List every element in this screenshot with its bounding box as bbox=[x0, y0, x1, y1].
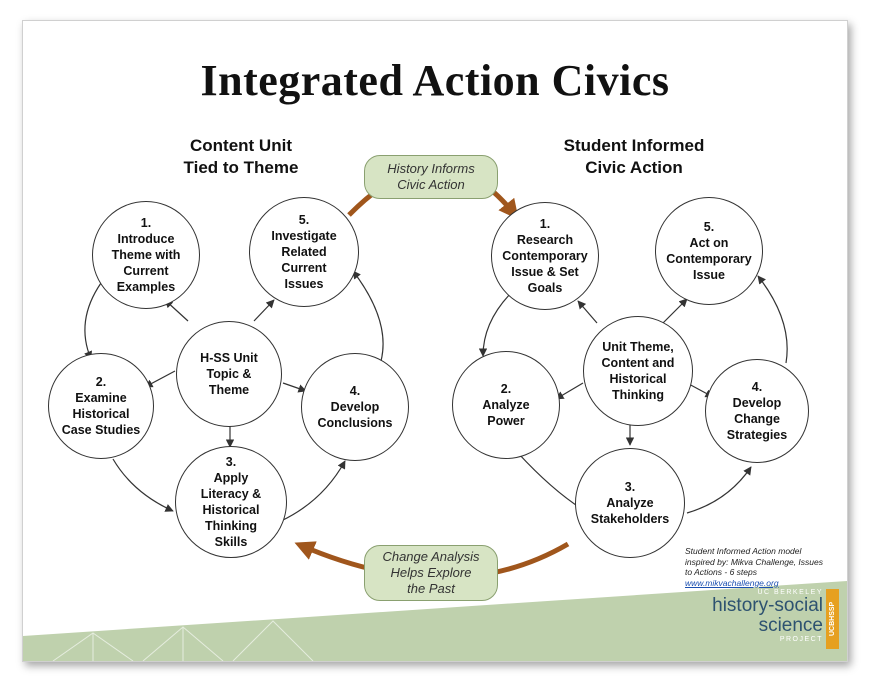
logo-line-1: history-social bbox=[712, 595, 823, 616]
left-step-2-label: 2. Examine Historical Case Studies bbox=[61, 375, 141, 437]
right-step-5-node: 5. Act on Contemporary Issue bbox=[655, 197, 763, 305]
right-column-title: Student Informed Civic Action bbox=[563, 136, 705, 177]
logo-line-2: science bbox=[758, 615, 823, 636]
logo-bottom-text: PROJECT bbox=[779, 636, 823, 643]
right-step-1-node: 1. Research Contemporary Issue & Set Goa… bbox=[491, 202, 599, 310]
right-step-5-label: 5. Act on Contemporary Issue bbox=[666, 220, 752, 282]
credit-line-1: Student Informed Action model bbox=[685, 546, 802, 556]
left-step-1-label: 1. Introduce Theme with Current Examples bbox=[111, 216, 181, 294]
logo-top-text: UC BERKELEY bbox=[757, 589, 823, 596]
left-step-3-node: 3. Apply Literacy & Historical Thinking … bbox=[175, 446, 287, 558]
right-step-1-label: 1. Research Contemporary Issue & Set Goa… bbox=[502, 217, 588, 295]
right-step-4-label: 4. Develop Change Strategies bbox=[726, 380, 788, 442]
left-column-title: Content Unit Tied to Theme bbox=[183, 136, 299, 177]
logo-badge: UCBHSSP bbox=[826, 589, 839, 649]
mikva-link[interactable]: www.mikvachallenge.org bbox=[685, 577, 779, 588]
left-step-3-label: 3. Apply Literacy & Historical Thinking … bbox=[200, 455, 262, 549]
left-step-4-label: 4. Develop Conclusions bbox=[317, 384, 393, 430]
footer-band bbox=[23, 581, 847, 661]
bottom-connector-label: Change Analysis Helps Explore the Past bbox=[364, 545, 498, 601]
left-step-4-node: 4. Develop Conclusions bbox=[301, 353, 409, 461]
left-center-node: H-SS Unit Topic & Theme bbox=[176, 321, 282, 427]
credit-line-2: inspired by: Mikva Challenge, Issues bbox=[685, 556, 823, 567]
ucbhssp-logo: UC BERKELEY history-social science PROJE… bbox=[712, 589, 823, 643]
top-connector-text: History Informs Civic Action bbox=[387, 161, 475, 192]
left-step-2-node: 2. Examine Historical Case Studies bbox=[48, 353, 154, 459]
left-center-label: H-SS Unit Topic & Theme bbox=[200, 351, 258, 397]
left-step-1-node: 1. Introduce Theme with Current Examples bbox=[92, 201, 200, 309]
right-center-label: Unit Theme, Content and Historical Think… bbox=[601, 340, 675, 402]
credit-note: Student Informed Action model inspired b… bbox=[685, 546, 845, 588]
left-step-5-label: 5. Investigate Related Current Issues bbox=[271, 213, 337, 291]
right-step-3-label: 3. Analyze Stakeholders bbox=[590, 480, 670, 526]
page-title: Integrated Action Civics bbox=[200, 56, 670, 105]
left-step-5-node: 5. Investigate Related Current Issues bbox=[249, 197, 359, 307]
credit-line-3: to Actions - 6 steps bbox=[685, 567, 757, 577]
right-step-4-node: 4. Develop Change Strategies bbox=[705, 359, 809, 463]
right-step-2-node: 2. Analyze Power bbox=[452, 351, 560, 459]
right-step-2-label: 2. Analyze Power bbox=[482, 382, 530, 428]
slide: Integrated Action Civics Content Unit Ti… bbox=[22, 20, 848, 662]
right-center-node: Unit Theme, Content and Historical Think… bbox=[583, 316, 693, 426]
bottom-connector-text: Change Analysis Helps Explore the Past bbox=[382, 549, 480, 596]
footer-decoration bbox=[52, 620, 314, 661]
right-step-3-node: 3. Analyze Stakeholders bbox=[575, 448, 685, 558]
top-connector-label: History Informs Civic Action bbox=[364, 155, 498, 199]
